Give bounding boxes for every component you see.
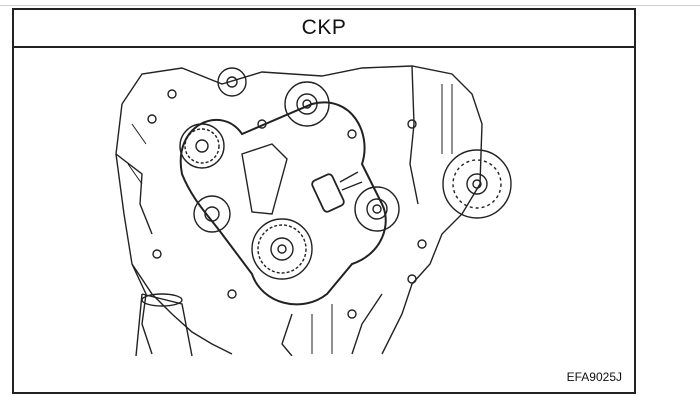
figure-frame: CKP bbox=[12, 8, 636, 394]
camshaft-sprocket bbox=[179, 123, 225, 169]
idler-pulley bbox=[354, 186, 400, 232]
engine-block-outline bbox=[115, 65, 483, 356]
timing-belt bbox=[179, 101, 387, 306]
accessory-pulley bbox=[442, 149, 512, 219]
top-rule bbox=[0, 5, 700, 6]
figure-title: CKP bbox=[301, 16, 347, 39]
engine-timing-illustration bbox=[115, 65, 512, 356]
oil-filter bbox=[135, 293, 193, 356]
lower-left-pulley bbox=[193, 195, 231, 233]
figure-code: EFA9025J bbox=[566, 370, 622, 384]
tensioner-arm bbox=[241, 143, 288, 215]
small-pulley bbox=[217, 67, 247, 97]
upper-idler-pulley bbox=[284, 81, 330, 127]
mounting-bolts bbox=[147, 89, 427, 319]
ckp-sensor-icon bbox=[311, 171, 363, 213]
block-rib-details bbox=[127, 84, 453, 354]
crankshaft-sprocket bbox=[251, 218, 313, 280]
title-bar: CKP bbox=[14, 10, 634, 48]
